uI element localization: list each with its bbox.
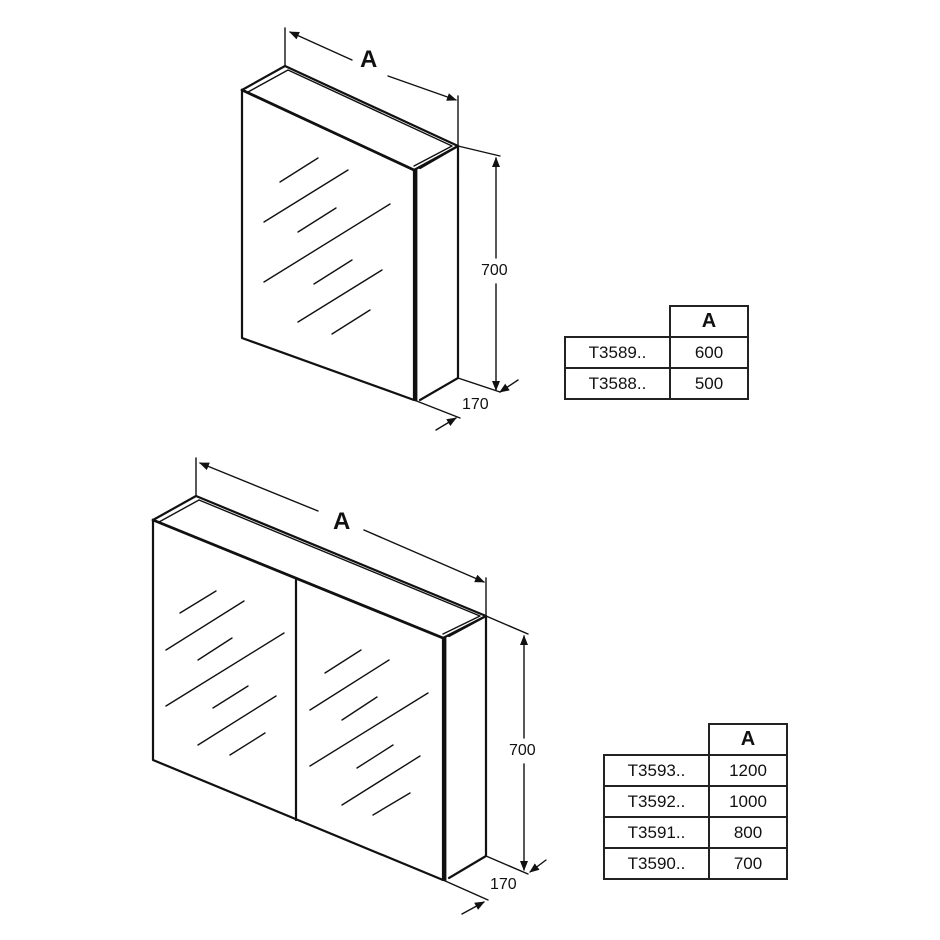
height-label-bottom: 700 [509, 742, 536, 759]
width-value: 500 [669, 367, 749, 400]
width-value: 600 [669, 336, 749, 369]
double-door-cabinet [151, 457, 547, 915]
width-value: 700 [708, 847, 788, 880]
mirror-reflection-lines-right [309, 649, 429, 816]
model-code: T3590.. [603, 847, 710, 880]
mirror-reflection-lines [263, 157, 391, 335]
width-label-top: A [360, 46, 378, 73]
mirror-reflection-lines-left [165, 590, 285, 756]
table-header-a: A [708, 723, 788, 756]
model-code: T3592.. [603, 785, 710, 818]
height-label-top: 700 [481, 262, 508, 279]
table-row: T3590.. 700 [603, 847, 788, 880]
width-label-bottom: A [333, 508, 351, 535]
width-value: 800 [708, 816, 788, 849]
table-row: T3588.. 500 [564, 367, 749, 400]
single-door-cabinet [240, 27, 519, 431]
table-row: T3589.. 600 [564, 336, 749, 369]
table-row: T3591.. 800 [603, 816, 788, 849]
table-corner [565, 306, 670, 337]
table-corner [604, 724, 709, 755]
spec-table-top: A T3589.. 600 T3588.. 500 [564, 305, 749, 400]
depth-label-top: 170 [462, 396, 489, 413]
model-code: T3589.. [564, 336, 671, 369]
table-row: T3592.. 1000 [603, 785, 788, 818]
model-code: T3588.. [564, 367, 671, 400]
model-code: T3593.. [603, 754, 710, 787]
depth-label-bottom: 170 [490, 876, 517, 893]
table-header-a: A [669, 305, 749, 338]
spec-table-bottom: A T3593.. 1200 T3592.. 1000 T3591.. 800 … [603, 723, 788, 880]
width-value: 1200 [708, 754, 788, 787]
model-code: T3591.. [603, 816, 710, 849]
width-value: 1000 [708, 785, 788, 818]
table-row: T3593.. 1200 [603, 754, 788, 787]
